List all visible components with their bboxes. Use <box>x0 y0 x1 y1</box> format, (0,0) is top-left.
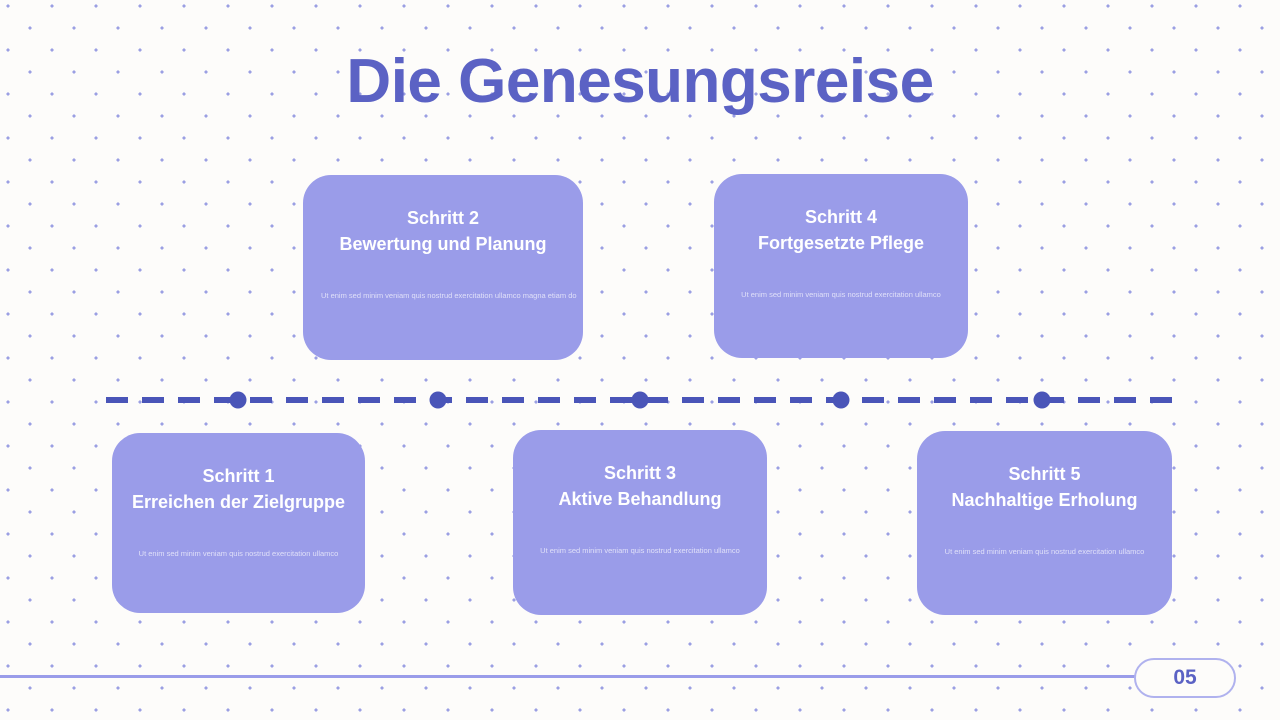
step-card-4-title: Fortgesetzte Pflege <box>757 233 925 254</box>
step-card-4-heading: Schritt 4 Fortgesetzte Pflege <box>732 204 950 256</box>
step-card-2[interactable]: Schritt 2 Bewertung und Planung Ut enim … <box>303 175 583 360</box>
step-card-1-heading: Schritt 1 Erreichen der Zielgruppe <box>130 463 347 515</box>
timeline-node-3[interactable] <box>631 391 649 409</box>
step-card-3-body: Ut enim sed minim veniam quis nostrud ex… <box>540 546 740 556</box>
step-card-5-title: Nachhaltige Erholung <box>951 490 1138 511</box>
page-number-badge: 05 <box>1134 658 1236 698</box>
timeline-node-2[interactable] <box>429 391 447 409</box>
step-card-1-body: Ut enim sed minim veniam quis nostrud ex… <box>138 549 339 559</box>
step-card-5-heading: Schritt 5 Nachhaltige Erholung <box>935 461 1154 513</box>
timeline-node-1[interactable] <box>229 391 247 409</box>
page-title: Die Genesungsreise <box>346 47 934 116</box>
step-card-2-step-label: Schritt 2 <box>406 208 480 228</box>
step-card-5-step-label: Schritt 5 <box>1008 464 1081 484</box>
step-card-3-heading: Schritt 3 Aktive Behandlung <box>531 460 749 512</box>
timeline-node-4[interactable] <box>832 391 850 409</box>
step-card-3-title: Aktive Behandlung <box>558 489 722 510</box>
step-card-1-step-label: Schritt 1 <box>202 466 275 486</box>
step-card-1-title: Erreichen der Zielgruppe <box>131 492 346 513</box>
step-card-5[interactable]: Schritt 5 Nachhaltige Erholung Ut enim s… <box>917 431 1172 615</box>
step-card-4-body: Ut enim sed minim veniam quis nostrud ex… <box>741 290 941 300</box>
step-card-3[interactable]: Schritt 3 Aktive Behandlung Ut enim sed … <box>513 430 767 615</box>
step-card-4[interactable]: Schritt 4 Fortgesetzte Pflege Ut enim se… <box>714 174 968 358</box>
step-card-2-heading: Schritt 2 Bewertung und Planung <box>321 205 565 257</box>
timeline-node-5[interactable] <box>1033 391 1051 409</box>
step-card-3-step-label: Schritt 3 <box>603 463 677 483</box>
step-card-5-body: Ut enim sed minim veniam quis nostrud ex… <box>944 547 1145 557</box>
step-card-2-body: Ut enim sed minim veniam quis nostrud ex… <box>321 291 577 301</box>
step-card-2-title: Bewertung und Planung <box>339 234 547 255</box>
step-card-4-step-label: Schritt 4 <box>804 207 878 227</box>
footer-divider <box>0 675 1180 678</box>
step-card-1[interactable]: Schritt 1 Erreichen der Zielgruppe Ut en… <box>112 433 365 613</box>
